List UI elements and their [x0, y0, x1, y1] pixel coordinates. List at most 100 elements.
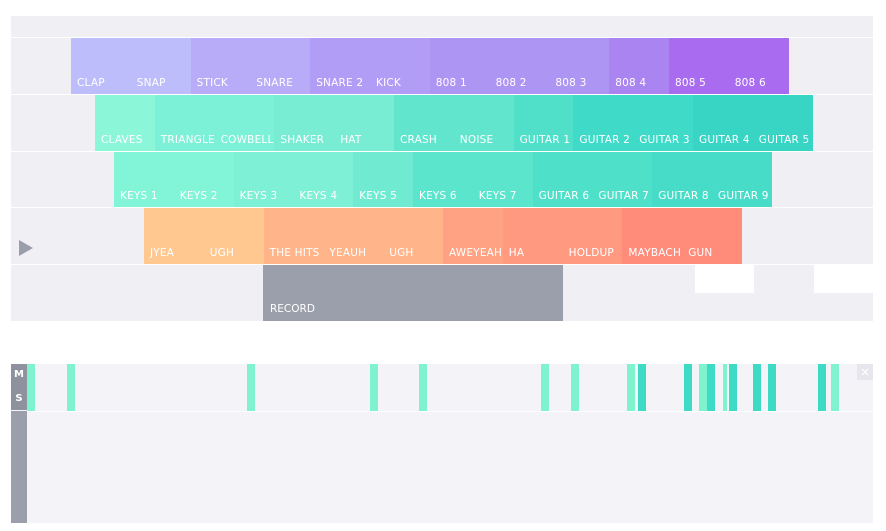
key-drums-7[interactable]: 808 1 — [429, 38, 490, 94]
key-drums-10[interactable]: 808 4 — [609, 38, 670, 94]
step-cell[interactable] — [370, 364, 378, 411]
key-keys-8[interactable]: GUITAR 6 — [532, 152, 593, 207]
key-label: CLAP — [77, 77, 105, 89]
step-cell[interactable] — [729, 364, 737, 411]
key-drums-8[interactable]: 808 2 — [489, 38, 550, 94]
key-percussion-3[interactable]: COWBELL — [214, 95, 275, 151]
step-cell[interactable] — [627, 364, 635, 411]
record-label: RECORD — [270, 303, 315, 315]
step-cell[interactable] — [67, 364, 75, 411]
key-label: SNARE 2 — [316, 77, 364, 89]
key-label: 808 1 — [435, 77, 467, 89]
empty-key-slot — [814, 265, 873, 293]
key-keys-7[interactable]: KEYS 7 — [472, 152, 533, 207]
step-cell[interactable] — [699, 364, 707, 411]
close-label: × — [859, 365, 871, 379]
row-divider — [11, 151, 873, 152]
key-vocals-10[interactable]: GUN — [682, 208, 743, 264]
key-label: UGH — [209, 247, 235, 259]
key-label: KEYS 7 — [478, 190, 517, 202]
key-label: SHAKER — [280, 134, 325, 146]
key-percussion-7[interactable]: NOISE — [453, 95, 514, 151]
key-drums-9[interactable]: 808 3 — [549, 38, 610, 94]
key-vocals-8[interactable]: HOLDUP — [562, 208, 623, 264]
play-icon[interactable] — [19, 240, 33, 256]
close-icon[interactable]: × — [857, 364, 873, 380]
key-percussion-9[interactable]: GUITAR 2 — [573, 95, 634, 151]
key-percussion-2[interactable]: TRIANGLE — [154, 95, 215, 151]
key-drums-4[interactable]: SNARE — [250, 38, 311, 94]
key-percussion-12[interactable]: GUITAR 5 — [752, 95, 813, 151]
key-label: KEYS 2 — [179, 190, 218, 202]
key-vocals-5[interactable]: UGH — [383, 208, 444, 264]
step-cell[interactable] — [419, 364, 427, 411]
key-drums-5[interactable]: SNARE 2 — [310, 38, 371, 94]
key-drums-3[interactable]: STICK — [190, 38, 251, 94]
step-cell[interactable] — [541, 364, 549, 411]
key-percussion-4[interactable]: SHAKER — [274, 95, 335, 151]
key-keys-10[interactable]: GUITAR 8 — [652, 152, 713, 207]
key-keys-1[interactable]: KEYS 1 — [114, 152, 174, 207]
key-keys-6[interactable]: KEYS 6 — [413, 152, 473, 207]
key-drums-6[interactable]: KICK — [370, 38, 430, 94]
key-keys-2[interactable]: KEYS 2 — [173, 152, 234, 207]
key-percussion-11[interactable]: GUITAR 4 — [693, 95, 753, 151]
step-cell[interactable] — [768, 364, 776, 411]
key-drums-2[interactable]: SNAP — [130, 38, 191, 94]
key-label: HAT — [340, 134, 362, 146]
row-divider — [11, 264, 873, 265]
key-keys-3[interactable]: KEYS 3 — [233, 152, 294, 207]
key-label: 808 6 — [734, 77, 766, 89]
step-cell[interactable] — [247, 364, 255, 411]
key-label: GUITAR 5 — [758, 134, 810, 146]
key-label: KEYS 5 — [359, 190, 398, 202]
sequencer-panel — [11, 364, 873, 523]
key-drums-1[interactable]: CLAP — [71, 38, 131, 94]
key-vocals-4[interactable]: YEAUH — [323, 208, 384, 264]
key-keys-11[interactable]: GUITAR 9 — [712, 152, 772, 207]
key-label: UGH — [389, 247, 414, 259]
key-label: KEYS 4 — [299, 190, 338, 202]
step-cell[interactable] — [723, 364, 727, 411]
key-percussion-5[interactable]: HAT — [334, 95, 395, 151]
key-percussion-6[interactable]: CRASH — [394, 95, 454, 151]
key-label: GUITAR 8 — [658, 190, 709, 202]
key-percussion-8[interactable]: GUITAR 1 — [513, 95, 574, 151]
key-vocals-3[interactable]: THE HITS — [263, 208, 324, 264]
key-label: HOLDUP — [568, 247, 614, 259]
key-label: 808 4 — [615, 77, 647, 89]
step-cell[interactable] — [831, 364, 839, 411]
key-label: GUITAR 7 — [598, 190, 650, 202]
step-cell[interactable] — [707, 364, 715, 411]
key-keys-4[interactable]: KEYS 4 — [293, 152, 354, 207]
key-label: KICK — [376, 77, 401, 89]
step-cell[interactable] — [753, 364, 761, 411]
key-drums-11[interactable]: 808 5 — [669, 38, 729, 94]
key-keys-9[interactable]: GUITAR 7 — [592, 152, 653, 207]
key-label: 808 3 — [555, 77, 587, 89]
mute-label: M — [14, 369, 24, 380]
step-cell[interactable] — [818, 364, 826, 411]
key-keys-5[interactable]: KEYS 5 — [353, 152, 414, 207]
step-cell[interactable] — [638, 364, 646, 411]
solo-label: S — [15, 393, 23, 404]
step-cell[interactable] — [27, 364, 35, 411]
key-vocals-6[interactable]: AWEYEAH — [443, 208, 503, 264]
step-cell[interactable] — [684, 364, 692, 411]
row-divider — [11, 207, 873, 208]
key-label: GUITAR 1 — [519, 134, 571, 146]
key-vocals-2[interactable]: UGH — [203, 208, 264, 264]
key-label: TRIANGLE — [160, 134, 215, 146]
key-vocals-1[interactable]: JYEA — [144, 208, 204, 264]
key-vocals-7[interactable]: HA — [502, 208, 563, 264]
key-drums-12[interactable]: 808 6 — [728, 38, 789, 94]
step-cell[interactable] — [571, 364, 579, 411]
key-vocals-9[interactable]: MAYBACH — [622, 208, 683, 264]
mute-button[interactable]: M — [11, 364, 27, 386]
key-label: CRASH — [400, 134, 437, 146]
solo-button[interactable]: S — [11, 388, 27, 410]
key-percussion-10[interactable]: GUITAR 3 — [633, 95, 694, 151]
track-side-bar — [11, 411, 27, 523]
record-button[interactable]: RECORD — [263, 265, 563, 321]
key-percussion-1[interactable]: CLAVES — [95, 95, 155, 151]
